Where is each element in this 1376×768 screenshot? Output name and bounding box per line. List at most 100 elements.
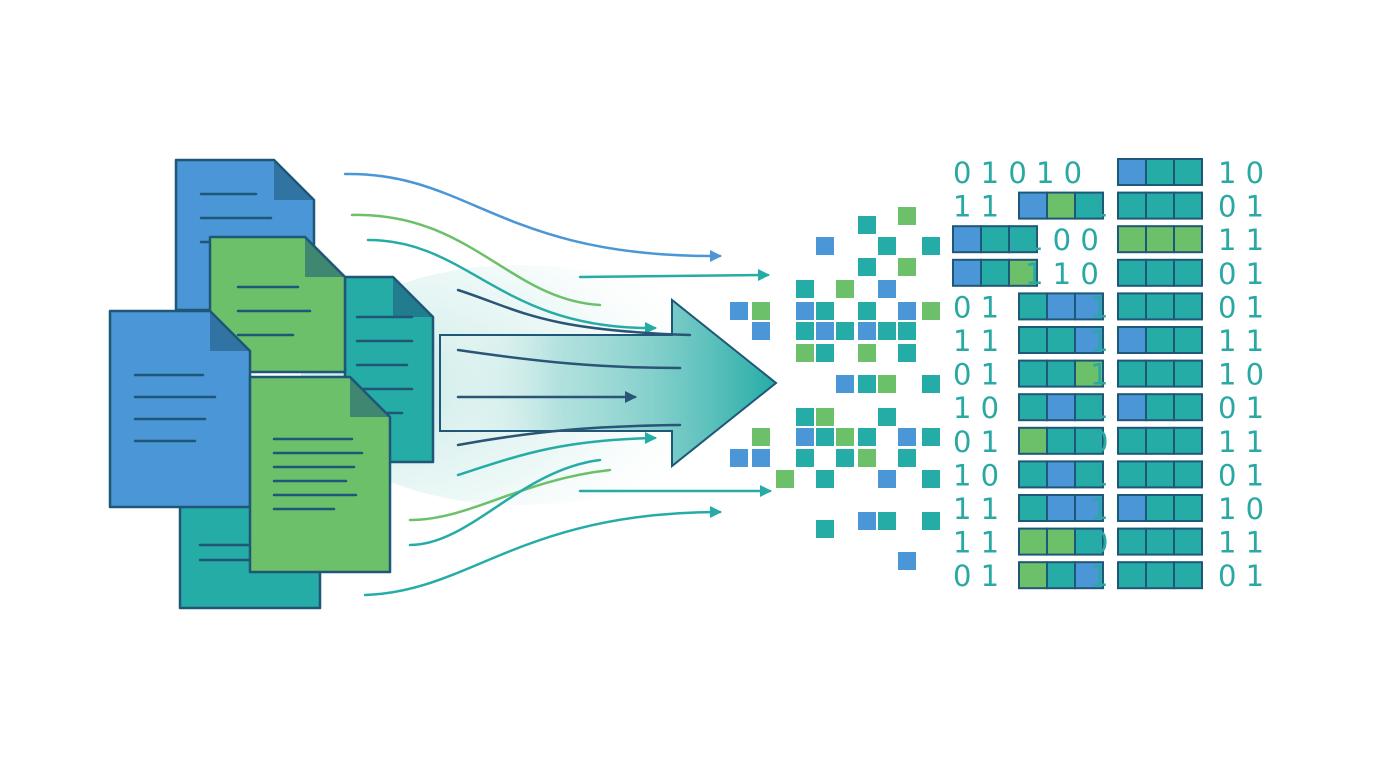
flow-line: [366, 238, 657, 330]
byte-cell: [1046, 460, 1076, 489]
byte-cell: [1145, 494, 1175, 522]
pixel-square: [898, 428, 916, 446]
byte-block-middle: [1018, 393, 1104, 422]
pixel-square: [858, 302, 876, 320]
flow-line: [350, 213, 602, 307]
binary-digit-middle: 1: [1090, 492, 1108, 526]
pixel-square: [898, 344, 916, 362]
pixel-square: [752, 449, 770, 467]
document-stack: [108, 158, 435, 610]
pixel-square: [816, 302, 834, 320]
byte-cell: [1018, 561, 1048, 590]
byte-cell: [952, 258, 982, 287]
pixel-square: [922, 428, 940, 446]
byte-cell: [1046, 494, 1076, 522]
pixel-square: [878, 375, 896, 393]
byte-cell: [1145, 191, 1175, 220]
byte-cell: [1117, 426, 1147, 455]
byte-block-middle: [1018, 326, 1104, 354]
doc-green-top-fold: [305, 237, 345, 277]
byte-block-right: [1117, 426, 1203, 455]
byte-block-middle: [1018, 561, 1104, 590]
doc-teal-right-fold: [393, 277, 433, 317]
byte-cell: [1173, 191, 1203, 220]
pixel-square: [752, 322, 770, 340]
binary-digits-right: 1 0: [1218, 156, 1264, 190]
byte-cell: [1018, 191, 1048, 220]
pixel-square: [816, 470, 834, 488]
byte-block-left: [952, 258, 1038, 287]
pixel-square: [836, 375, 854, 393]
byte-cell: [1117, 494, 1147, 522]
binary-digits-left: 0 1: [953, 358, 999, 392]
pixel-square: [836, 280, 854, 298]
byte-cell: [1018, 527, 1048, 556]
flow-line: [578, 273, 770, 279]
flow-arrowhead: [625, 391, 637, 403]
pixel-square: [752, 302, 770, 320]
byte-block-right: [1117, 460, 1203, 489]
pixel-square: [816, 428, 834, 446]
byte-cell: [1117, 393, 1147, 422]
byte-cell: [1173, 426, 1203, 455]
byte-cell: [1117, 561, 1147, 590]
doc-green-front-page: [248, 375, 392, 574]
pixel-square: [922, 512, 940, 530]
byte-block-right: [1117, 158, 1203, 186]
pixel-square: [796, 344, 814, 362]
byte-cell: [1145, 158, 1175, 186]
byte-block-middle: [1018, 359, 1104, 388]
pixel-square: [898, 258, 916, 276]
byte-cell: [1145, 527, 1175, 556]
byte-cell: [1008, 225, 1038, 254]
binary-digit-middle: 1: [1090, 190, 1108, 224]
pixel-square: [898, 322, 916, 340]
byte-cell: [1173, 359, 1203, 388]
pixel-square: [816, 237, 834, 255]
flow-line: [456, 348, 682, 370]
byte-cell: [1018, 359, 1048, 388]
byte-cell: [1046, 292, 1076, 321]
pixel-square: [858, 449, 876, 467]
flow-arrowhead: [760, 485, 772, 497]
pixel-square: [836, 322, 854, 340]
flow-line: [456, 288, 692, 337]
binary-digit-middle: 0: [1090, 425, 1108, 459]
pixel-square: [898, 552, 916, 570]
binary-digits-right: 0 1: [1218, 290, 1264, 324]
byte-cell: [1117, 359, 1147, 388]
byte-cell: [1145, 225, 1175, 254]
byte-cell: [1145, 326, 1175, 354]
binary-digit-middle: 1: [1090, 324, 1108, 358]
byte-cell: [1046, 527, 1076, 556]
pixel-square: [836, 428, 854, 446]
byte-cell: [1046, 359, 1076, 388]
byte-block-middle: [1018, 191, 1104, 220]
byte-block-right: [1117, 359, 1203, 388]
binary-digits-left: 0 1: [953, 290, 999, 324]
byte-cell: [980, 225, 1010, 254]
byte-cell: [1074, 527, 1104, 556]
flow-line: [363, 510, 722, 597]
byte-block-middle: [1018, 292, 1104, 321]
binary-digits-left: 1 1: [953, 324, 999, 358]
flow-line: [456, 423, 682, 447]
pixel-square: [898, 449, 916, 467]
big-arrow: [439, 297, 778, 469]
binary-digits-left: 1 1: [953, 492, 999, 526]
binary-digits-right: 1 1: [1218, 526, 1264, 560]
byte-cell: [1074, 326, 1104, 354]
byte-cell: [1145, 393, 1175, 422]
byte-block-right: [1117, 527, 1203, 556]
byte-cell: [1074, 460, 1104, 489]
byte-cell: [1046, 191, 1076, 220]
binary-digits-right: 0 1: [1218, 190, 1264, 224]
byte-cell: [1008, 258, 1038, 287]
binary-digit-middle: 1: [1090, 391, 1108, 425]
byte-block-right: [1117, 225, 1203, 254]
byte-cell: [1074, 393, 1104, 422]
doc-blue-back-fold: [274, 160, 314, 200]
byte-block-left: [952, 225, 1038, 254]
binary-digits-right: 1 0: [1218, 358, 1264, 392]
